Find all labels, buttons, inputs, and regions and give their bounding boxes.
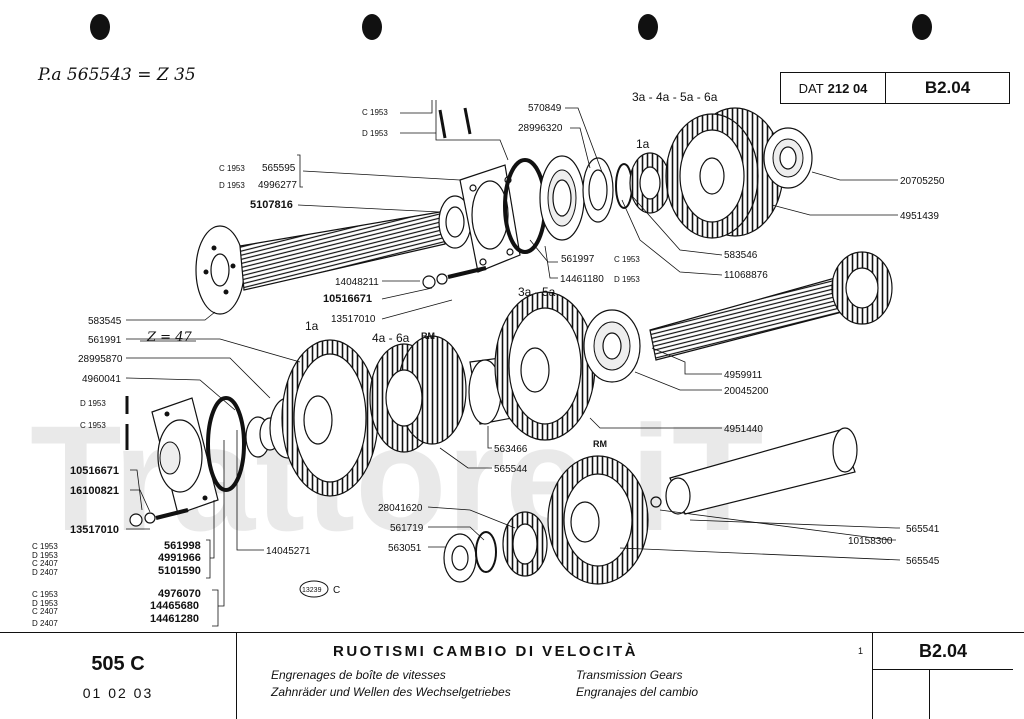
callout-13517010-top: 13517010 bbox=[331, 314, 376, 325]
callout-d2407-b: D 2407 bbox=[32, 619, 58, 628]
callout-4996277: 4996277 bbox=[258, 180, 297, 191]
callout-c2407-a: C 2407 bbox=[32, 559, 58, 568]
callout-14465680: 14465680 bbox=[150, 600, 199, 612]
figure-code-suffix: C bbox=[333, 585, 340, 596]
sheet-code-footer: B2.04 bbox=[918, 641, 968, 661]
gear-label-four-six: 4a - 6a bbox=[372, 331, 410, 345]
callout-14461180: 14461180 bbox=[560, 274, 604, 285]
callout-c1953-b: C 1953 bbox=[614, 255, 640, 264]
callout-d1953-c: D 1953 bbox=[80, 399, 106, 408]
callout-14461280: 14461280 bbox=[150, 613, 199, 625]
callout-d1953-e: D 1953 bbox=[32, 599, 58, 608]
sheet-code-header: B2.04 bbox=[924, 78, 971, 97]
gear-label-top: 3a - 4a - 5a - 6a bbox=[632, 90, 718, 104]
callout-c1953-d: C 1953 bbox=[32, 542, 58, 551]
gear-label-mid: 3a - 5a bbox=[518, 285, 556, 299]
model-cell: 505 C 01 02 03 bbox=[0, 633, 237, 719]
sheet-code-cell: B2.04 bbox=[872, 633, 1024, 719]
callout-4960041: 4960041 bbox=[82, 374, 121, 385]
code-divider bbox=[873, 669, 1013, 670]
title-cell: RUOTISMI CAMBIO DI VELOCITÀ 1 Engrenages… bbox=[238, 633, 872, 719]
callout-563051: 563051 bbox=[388, 543, 422, 554]
callout-13517010-left: 13517010 bbox=[70, 524, 119, 536]
callout-c1953-top: C 1953 bbox=[362, 108, 388, 117]
callout-28995870: 28995870 bbox=[78, 354, 123, 365]
callout-563466: 563466 bbox=[494, 444, 528, 455]
callout-4976070: 4976070 bbox=[158, 588, 201, 600]
callout-c1953-e: C 1953 bbox=[32, 590, 58, 599]
lower-shaft-assembly bbox=[125, 251, 893, 527]
title-block: 505 C 01 02 03 RUOTISMI CAMBIO DI VELOCI… bbox=[0, 632, 1024, 719]
gear-label-first-lower: 1a bbox=[305, 319, 319, 333]
model-date: 01 02 03 bbox=[82, 685, 154, 701]
callout-20705250: 20705250 bbox=[900, 176, 945, 187]
callout-561719: 561719 bbox=[390, 523, 424, 534]
gear-label-first-upper: 1a bbox=[636, 137, 650, 151]
reverse-gear-assembly bbox=[443, 427, 858, 585]
model-name: 505 C bbox=[91, 653, 145, 675]
callout-4951439: 4951439 bbox=[900, 211, 939, 222]
callout-5107816: 5107816 bbox=[250, 199, 293, 211]
callout-14048211: 14048211 bbox=[335, 277, 379, 288]
callout-565545: 565545 bbox=[906, 556, 940, 567]
callout-28996320: 28996320 bbox=[518, 123, 563, 134]
callout-570849: 570849 bbox=[528, 103, 562, 114]
callout-c1953-c: C 1953 bbox=[80, 421, 106, 430]
callout-16100821: 16100821 bbox=[70, 485, 119, 497]
reference-header: DAT 212 04 B2.04 bbox=[780, 72, 1010, 104]
callout-d1953-b: D 1953 bbox=[614, 275, 640, 284]
callout-d1953-a: D 1953 bbox=[219, 181, 245, 190]
callout-561991: 561991 bbox=[88, 335, 122, 346]
callout-583546: 583546 bbox=[724, 250, 758, 261]
punch-holes bbox=[90, 14, 932, 40]
upper-shaft-assembly bbox=[195, 107, 813, 315]
title-french: Engrenages de boîte de vitesses bbox=[271, 668, 446, 682]
page-number: 1 bbox=[858, 646, 864, 656]
callout-4959911: 4959911 bbox=[724, 370, 763, 381]
gear-label-rm-lower: RM bbox=[593, 439, 607, 449]
callout-20045200: 20045200 bbox=[724, 386, 769, 397]
callout-d2407-a: D 2407 bbox=[32, 568, 58, 577]
leader-lines bbox=[125, 100, 901, 627]
title-italian: RUOTISMI CAMBIO DI VELOCITÀ bbox=[333, 643, 638, 660]
dat-reference: DAT 212 04 bbox=[781, 73, 886, 103]
dat-number: 212 04 bbox=[827, 80, 868, 96]
dat-label: DAT bbox=[798, 80, 824, 96]
callout-4951440: 4951440 bbox=[724, 424, 763, 435]
figure-code: 13239 C bbox=[299, 580, 340, 598]
callout-28041620: 28041620 bbox=[378, 503, 423, 514]
callout-11068876: 11068876 bbox=[724, 270, 768, 281]
callout-565541: 565541 bbox=[906, 524, 940, 535]
callout-583545: 583545 bbox=[88, 316, 122, 327]
callout-565544: 565544 bbox=[494, 464, 528, 475]
callout-565595: 565595 bbox=[262, 163, 296, 174]
callout-10516671-top: 10516671 bbox=[323, 293, 372, 305]
callout-d1953-d: D 1953 bbox=[32, 551, 58, 560]
callout-561998: 561998 bbox=[164, 540, 201, 552]
callout-14045271: 14045271 bbox=[266, 546, 311, 557]
title-german: Zahnräder und Wellen des Wechselgetriebe… bbox=[271, 685, 511, 699]
gear-count-note: Z = 47 bbox=[146, 330, 192, 345]
callout-5101590: 5101590 bbox=[158, 565, 201, 577]
callout-labels: C 1953 D 1953 C 1953 565595 D 1953 49962… bbox=[32, 103, 945, 628]
callout-4991966: 4991966 bbox=[158, 552, 201, 564]
callout-10158300: 10158300 bbox=[848, 536, 893, 547]
callout-c2407-b: C 2407 bbox=[32, 607, 58, 616]
callout-10516671-left: 10516671 bbox=[70, 465, 119, 477]
callout-561997: 561997 bbox=[561, 254, 595, 265]
handwritten-note: P.a 565543 = Z 35 bbox=[37, 65, 196, 85]
callout-d1953-top: D 1953 bbox=[362, 129, 388, 138]
callout-c1953-a: C 1953 bbox=[219, 164, 245, 173]
figure-code-number: 13239 bbox=[302, 587, 322, 594]
code-vertical-divider bbox=[929, 669, 930, 719]
title-english: Transmission Gears bbox=[576, 668, 683, 682]
gear-label-rm-upper: RM bbox=[421, 331, 435, 341]
title-spanish: Engranajes del cambio bbox=[576, 685, 699, 699]
